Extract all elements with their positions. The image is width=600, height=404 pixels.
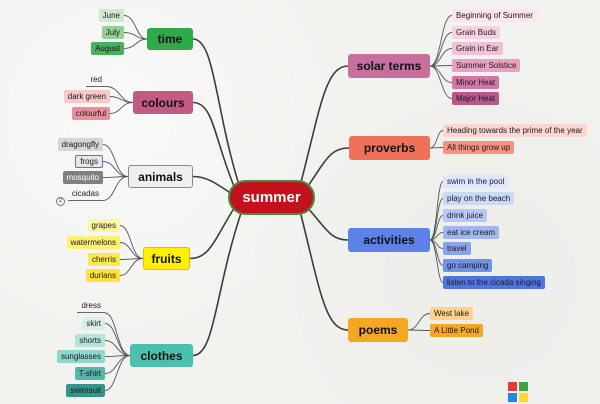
subtopic-june[interactable]: June xyxy=(98,9,124,22)
subtopic-play-on-the-beach[interactable]: play on the beach xyxy=(443,192,515,205)
topic-fruits[interactable]: fruits xyxy=(143,247,190,270)
subtopic-beginning-of-summer[interactable]: Beginning of Summer xyxy=(452,9,537,22)
subtopic-cicadas[interactable]: cicadas xyxy=(67,188,103,201)
topic-clothes[interactable]: clothes xyxy=(130,344,193,367)
connector-line xyxy=(429,215,444,241)
connector-line xyxy=(102,176,129,201)
subtopic-listen-to-cicada[interactable]: listen to the cicada singing xyxy=(443,276,545,289)
connector-line xyxy=(102,144,129,177)
connector-line xyxy=(429,48,453,67)
subtopic-grain-buds[interactable]: Grain Buds xyxy=(452,26,501,39)
topic-activities[interactable]: activities xyxy=(348,228,430,252)
connector-line xyxy=(109,102,134,114)
connector-line xyxy=(305,147,350,190)
subtopic-drink-juice[interactable]: drink juice xyxy=(443,209,488,222)
subtopic-sunglasses[interactable]: sunglasses xyxy=(56,350,105,363)
topic-animals[interactable]: animals xyxy=(128,165,193,188)
topic-proverbs[interactable]: proverbs xyxy=(349,136,430,160)
connector-line xyxy=(192,209,243,357)
subtopic-all-things-grow-up[interactable]: All things grow up xyxy=(443,141,515,154)
logo-square xyxy=(519,393,528,402)
subtopic-west-lake[interactable]: West lake xyxy=(430,307,473,320)
connector-line xyxy=(429,239,444,283)
subtopic-skirt[interactable]: skirt xyxy=(82,317,105,330)
subtopic-t-shirt[interactable]: T-shirt xyxy=(74,367,105,380)
subtopic-swimsuit[interactable]: swimsuit xyxy=(66,384,105,397)
watermark-logo xyxy=(508,382,530,402)
subtopic-travel[interactable]: travel xyxy=(443,242,471,255)
connector-line xyxy=(407,329,431,331)
topic-colours[interactable]: colours xyxy=(133,91,193,114)
connector-line xyxy=(104,340,131,356)
subtopic-mosquito[interactable]: mosquito xyxy=(62,171,103,184)
connector-line xyxy=(104,355,131,391)
connector-line xyxy=(299,210,349,331)
subtopic-grapes[interactable]: grapes xyxy=(87,219,120,232)
logo-square xyxy=(508,393,517,402)
connector-line xyxy=(119,225,144,259)
subtopic-summer-solstice[interactable]: Summer Solstice xyxy=(452,59,521,72)
subtopic-july[interactable]: July xyxy=(101,26,124,39)
connector-line xyxy=(429,198,444,241)
topic-poems[interactable]: poems xyxy=(348,318,408,342)
connector-line xyxy=(429,147,444,149)
connector-line xyxy=(429,65,453,83)
topic-time[interactable]: time xyxy=(147,28,193,50)
connector-line xyxy=(192,101,237,192)
subtopic-shorts[interactable]: shorts xyxy=(75,334,105,347)
connector-line xyxy=(123,38,148,49)
connector-line xyxy=(119,242,144,259)
connector-line xyxy=(105,86,134,103)
subtopic-minor-heat[interactable]: Minor Heat xyxy=(452,76,500,89)
connector-line xyxy=(429,65,453,99)
connector-line xyxy=(305,205,349,241)
connector-line xyxy=(429,65,453,67)
connector-line xyxy=(429,181,444,241)
central-topic[interactable]: summer xyxy=(228,180,315,215)
logo-square xyxy=(519,382,528,391)
subtopic-heading-towards-prime[interactable]: Heading towards the prime of the year xyxy=(443,124,587,137)
connector-line xyxy=(299,65,349,187)
logo-square xyxy=(508,382,517,391)
subtopic-swim-in-the-pool[interactable]: swim in the pool xyxy=(443,175,509,188)
connector-line xyxy=(123,15,148,40)
subtopic-august[interactable]: August xyxy=(91,42,124,55)
subtopic-dark-green[interactable]: dark green xyxy=(63,90,110,103)
connector-line xyxy=(192,175,233,195)
collapse-badge[interactable]: 2 xyxy=(56,197,65,206)
connector-line xyxy=(189,204,237,260)
subtopic-durians[interactable]: durians xyxy=(85,269,120,282)
subtopic-colourful[interactable]: colourful xyxy=(71,107,110,120)
topic-solar-terms[interactable]: solar terms xyxy=(348,54,430,78)
connector-line xyxy=(407,313,431,331)
subtopic-frogs[interactable]: frogs xyxy=(75,155,103,168)
connector-line xyxy=(429,130,444,149)
subtopic-eat-ice-cream[interactable]: eat ice cream xyxy=(443,226,500,239)
subtopic-major-heat[interactable]: Major Heat xyxy=(452,92,500,105)
subtopic-a-little-pond[interactable]: A Little Pond xyxy=(430,324,483,337)
connector-line xyxy=(119,258,144,276)
connector-line xyxy=(104,323,131,356)
connector-line xyxy=(192,38,241,189)
subtopic-grain-in-ear[interactable]: Grain in Ear xyxy=(452,42,503,55)
connector-line xyxy=(429,15,453,67)
subtopic-dress[interactable]: dress xyxy=(77,300,105,313)
subtopic-cherris[interactable]: cherris xyxy=(87,253,120,266)
subtopic-watermelons[interactable]: watermelons xyxy=(66,236,120,249)
subtopic-go-camping[interactable]: go camping xyxy=(443,259,493,272)
subtopic-red[interactable]: red xyxy=(86,74,106,87)
subtopic-dragongfly[interactable]: dragongfly xyxy=(57,138,103,151)
connector-line xyxy=(429,32,453,67)
connector-line xyxy=(102,161,129,177)
